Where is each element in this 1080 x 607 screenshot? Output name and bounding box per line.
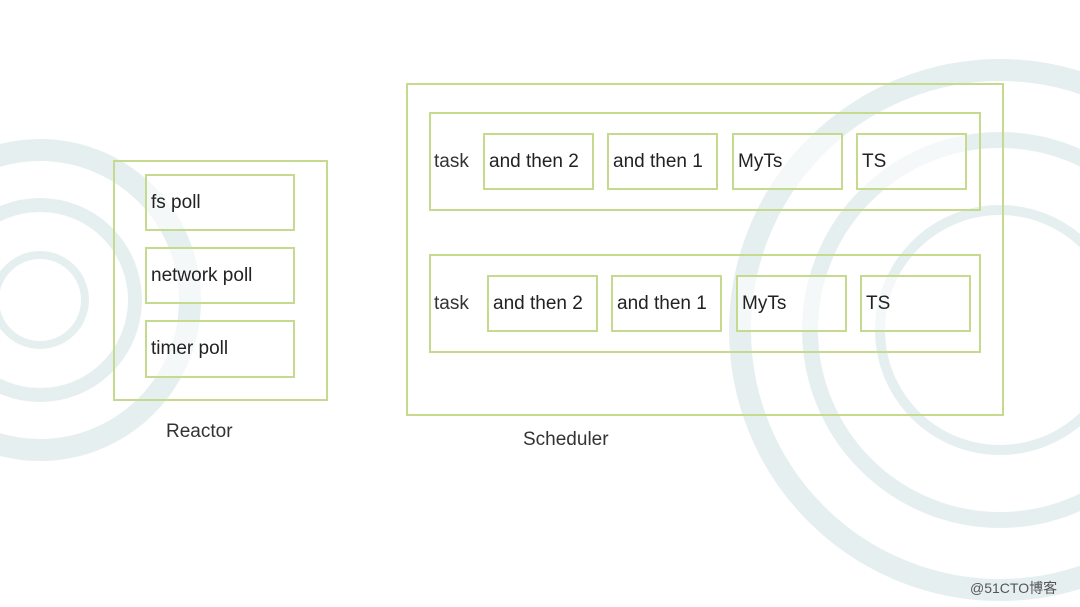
reactor-label: Reactor (166, 421, 233, 442)
reactor-item-network-poll: network poll (145, 247, 295, 304)
task-1-myts: MyTs (732, 133, 843, 190)
task-2-and-then-2: and then 2 (487, 275, 598, 332)
task-row-1-label: task (434, 151, 469, 172)
task-1-and-then-1: and then 1 (607, 133, 718, 190)
task-row-2-label: task (434, 293, 469, 314)
scheduler-label: Scheduler (523, 429, 609, 450)
watermark: @51CTO博客 (970, 580, 1058, 596)
reactor-box (113, 160, 328, 401)
task-2-and-then-1: and then 1 (611, 275, 722, 332)
reactor-item-fs-poll: fs poll (145, 174, 295, 231)
task-2-ts: TS (860, 275, 971, 332)
task-2-myts: MyTs (736, 275, 847, 332)
scheduler-box (406, 83, 1004, 416)
task-1-and-then-2: and then 2 (483, 133, 594, 190)
task-1-ts: TS (856, 133, 967, 190)
reactor-item-timer-poll: timer poll (145, 320, 295, 378)
task-row-1 (429, 112, 981, 211)
task-row-2 (429, 254, 981, 353)
